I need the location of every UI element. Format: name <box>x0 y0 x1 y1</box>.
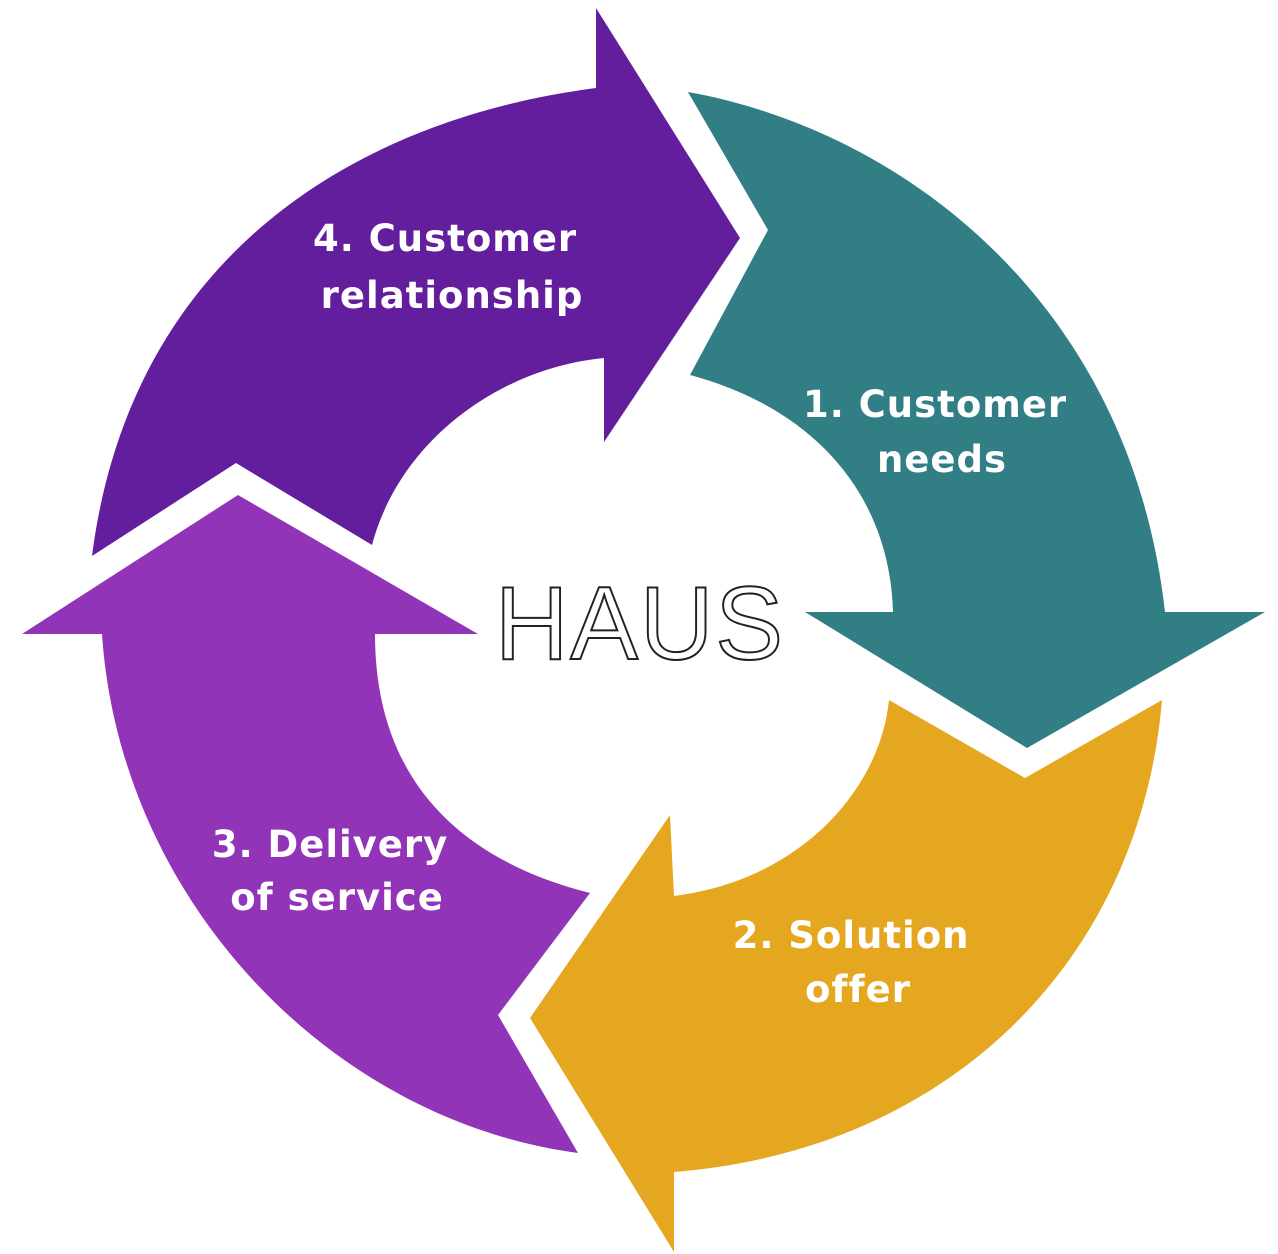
step-3-label: 3. Delivery of service <box>212 823 462 919</box>
step-4-label-line1: 4. Customer <box>313 217 577 260</box>
step-1-label: 1. Customer needs <box>803 383 1081 481</box>
step-1-arrow <box>688 92 1265 748</box>
step-2-label-line2: offer <box>805 968 911 1011</box>
step-1-label-line1: 1. Customer <box>803 383 1067 426</box>
step-4-label: 4. Customer relationship <box>313 217 591 317</box>
step-3-label-line2: of service <box>230 876 444 919</box>
step-4-label-line2: relationship <box>321 274 584 317</box>
step-2-label-line1: 2. Solution <box>733 914 970 957</box>
step-2-label: 2. Solution offer <box>733 914 984 1011</box>
step-2-arrow <box>530 700 1162 1252</box>
step-3-arrow <box>22 495 590 1153</box>
haus-logo: HAUS <box>495 566 785 682</box>
step-4-arrow <box>92 8 740 556</box>
step-3-label-line1: 3. Delivery <box>212 823 448 866</box>
step-1-label-line2: needs <box>877 438 1007 481</box>
